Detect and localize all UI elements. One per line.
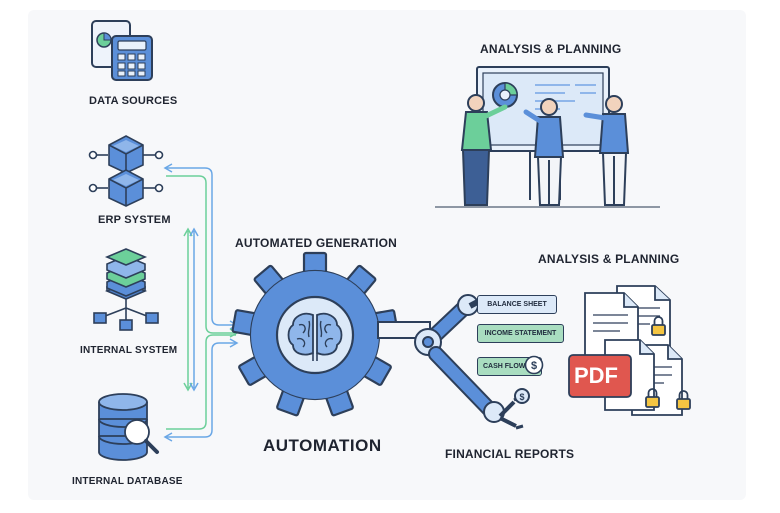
- income-statement-card: INCOME STATEMENT: [477, 324, 564, 343]
- locked-documents-icon: [568, 285, 691, 416]
- pdf-badge-text: PDF: [574, 363, 618, 388]
- analysis-planning-top-label: ANALYSIS & PLANNING: [480, 42, 622, 56]
- team-presentation-icon: [435, 66, 660, 208]
- dollar-icon: $: [524, 355, 544, 375]
- balance-sheet-card: BALANCE SHEET: [477, 295, 557, 314]
- svg-text:$: $: [531, 360, 537, 372]
- internal-system-label: INTERNAL SYSTEM: [80, 345, 178, 356]
- cubes-network-icon: [88, 135, 164, 207]
- calculator-chart-icon: [91, 20, 153, 81]
- internal-database-label: INTERNAL DATABASE: [72, 476, 183, 487]
- svg-text:$: $: [519, 392, 524, 402]
- data-sources-label: DATA SOURCES: [89, 95, 178, 107]
- server-stack-icon: [93, 248, 159, 331]
- gear-brain-icon: [231, 251, 399, 417]
- flow-connectors: [163, 163, 239, 442]
- financial-reports-label: FINANCIAL REPORTS: [445, 447, 575, 461]
- erp-system-label: ERP SYSTEM: [98, 214, 171, 226]
- automated-generation-label: AUTOMATED GENERATION: [235, 236, 397, 250]
- automation-label: AUTOMATION: [263, 436, 382, 455]
- database-search-icon: [98, 393, 159, 461]
- analysis-planning-right-label: ANALYSIS & PLANNING: [538, 252, 680, 266]
